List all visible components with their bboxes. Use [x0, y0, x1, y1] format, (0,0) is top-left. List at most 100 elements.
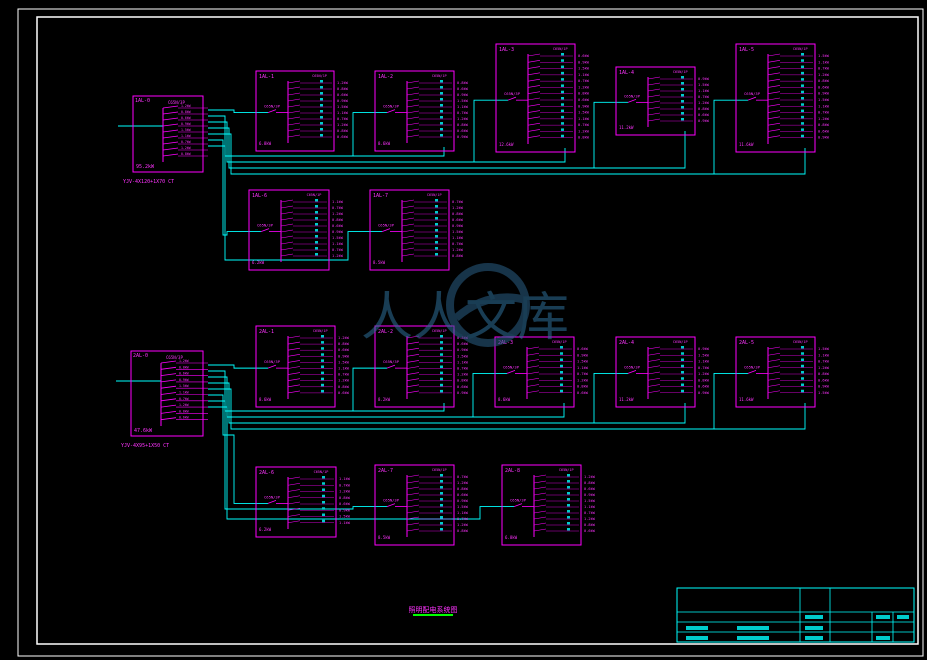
circuit-label: 0.9kW [818, 136, 830, 140]
circuit-label: 0.8kW [698, 107, 710, 111]
breaker-symbol [160, 392, 177, 395]
branch-breaker-symbol [406, 486, 420, 490]
terminal-marker [320, 128, 323, 131]
branch-breaker-symbol [767, 97, 781, 101]
circuit-label: 1.5kW [818, 54, 830, 58]
terminal-marker [801, 358, 804, 361]
circuit-label: 0.6kW [818, 378, 830, 382]
circuit-label: 1.1kW [584, 505, 596, 509]
terminal-marker [322, 476, 325, 479]
feeder-wires [116, 99, 806, 520]
circuit-label: 1.1kW [577, 366, 589, 370]
branch-breaker-symbol [280, 241, 294, 245]
breaker-symbol [513, 503, 523, 507]
feeder-cable-entry [472, 372, 507, 417]
branch-breaker-symbol [287, 476, 301, 480]
sub-box-label: 1AL-5 [739, 47, 754, 53]
feeder-cable-entry [713, 372, 748, 429]
terminal-marker [435, 247, 438, 250]
terminal-marker [801, 377, 804, 380]
incoming-breaker-label: C65N/3P [378, 223, 395, 228]
branch-breaker-label: C65N/1P [312, 74, 327, 78]
terminal-marker [322, 519, 325, 523]
terminal-marker [560, 389, 563, 393]
sub-box-load: 11.2kW [619, 397, 634, 402]
terminal-marker [440, 341, 443, 344]
branch-breaker-symbol [401, 229, 415, 233]
circuit-label: 0.7kW [452, 200, 464, 204]
circuit-label: 1.5kW [457, 99, 469, 103]
circuit-label: 0.6kW [452, 218, 464, 222]
circuit-label: 1.1kW [578, 117, 590, 121]
circuit-label: 0.7kW [457, 111, 469, 115]
sub-box-load: 6.8kW [259, 141, 272, 146]
breaker-symbol [162, 111, 179, 115]
terminal-marker [801, 352, 804, 355]
circuit-label: 0.8kW [181, 110, 191, 114]
circuit-label: 0.8kW [337, 87, 349, 91]
circuit-label: 0.6kW [457, 342, 469, 346]
circuit-label: 0.6kW [179, 372, 189, 376]
circuit-label: 1.5kW [332, 236, 344, 240]
branch-breaker-symbol [527, 135, 541, 139]
terminal-marker [440, 504, 443, 507]
branch-breaker-symbol [406, 492, 420, 496]
circuit-label: 0.6kW [457, 87, 469, 91]
terminal-marker [440, 498, 443, 501]
circuit-label: 0.8kW [179, 365, 189, 369]
branch-breaker-symbol [767, 110, 781, 113]
circuit-label: 0.9kW [698, 119, 710, 123]
circuit-label: 1.5kW [698, 83, 710, 87]
breaker-symbol [160, 360, 177, 364]
sub-box-frame [495, 43, 576, 153]
terminal-marker [322, 494, 325, 498]
circuit-label: 0.7kW [577, 372, 589, 376]
circuit-label: 1.5kW [818, 347, 830, 351]
main-box-label: 2AL-0 [133, 353, 148, 359]
sub-box-load: 6.2kW [259, 527, 272, 532]
circuit-label: 0.8kW [457, 487, 469, 491]
terminal-marker [321, 353, 324, 356]
terminal-marker [440, 516, 443, 519]
breaker-symbol [162, 129, 179, 133]
terminal-marker [561, 71, 564, 75]
circuit-label: 0.9kW [578, 104, 590, 108]
terminal-marker [561, 122, 564, 125]
branch-breaker-symbol [767, 371, 781, 375]
circuit-label: 0.9kW [337, 99, 349, 103]
incoming-breaker-label: C65N/3P [383, 104, 400, 109]
circuit-label: 1.2kW [457, 117, 469, 121]
main-box-frame [130, 350, 204, 437]
circuit-label: 1.2kW [578, 85, 590, 89]
sub-box-label: 2AL-6 [259, 470, 274, 476]
terminal-marker [322, 501, 325, 504]
circuit-label: 1.5kW [338, 360, 350, 364]
circuit-label: 1.2kW [457, 523, 469, 527]
branch-breaker-symbol [406, 128, 420, 132]
terminal-marker [322, 488, 325, 491]
feeder-cable [208, 394, 268, 504]
circuit-label: 1.2kW [332, 254, 344, 258]
terminal-marker [435, 241, 438, 244]
incoming-breaker-label: C65N/3P [264, 494, 281, 499]
branch-breaker-symbol [647, 390, 661, 394]
incoming-breaker-label: C65N/3P [264, 104, 281, 109]
terminal-marker [440, 104, 443, 107]
feeder-cable [208, 127, 686, 169]
circuit-label: 1.5kW [818, 98, 830, 102]
circuit-label: 1.1kW [332, 242, 344, 246]
terminal-marker [440, 474, 443, 477]
terminal-marker [322, 507, 325, 510]
circuit-label: 1.2kW [584, 517, 596, 521]
branch-breaker-symbol [647, 82, 661, 86]
circuit-label: 1.2kW [179, 403, 189, 407]
terminal-marker [801, 115, 804, 119]
incoming-breaker-label: C65N/3P [744, 364, 761, 369]
circuit-label: 1.5kW [457, 354, 469, 358]
circuit-label: 1.2kW [337, 123, 349, 127]
branch-breaker-symbol [287, 134, 301, 138]
branch-breaker-symbol [287, 507, 301, 511]
